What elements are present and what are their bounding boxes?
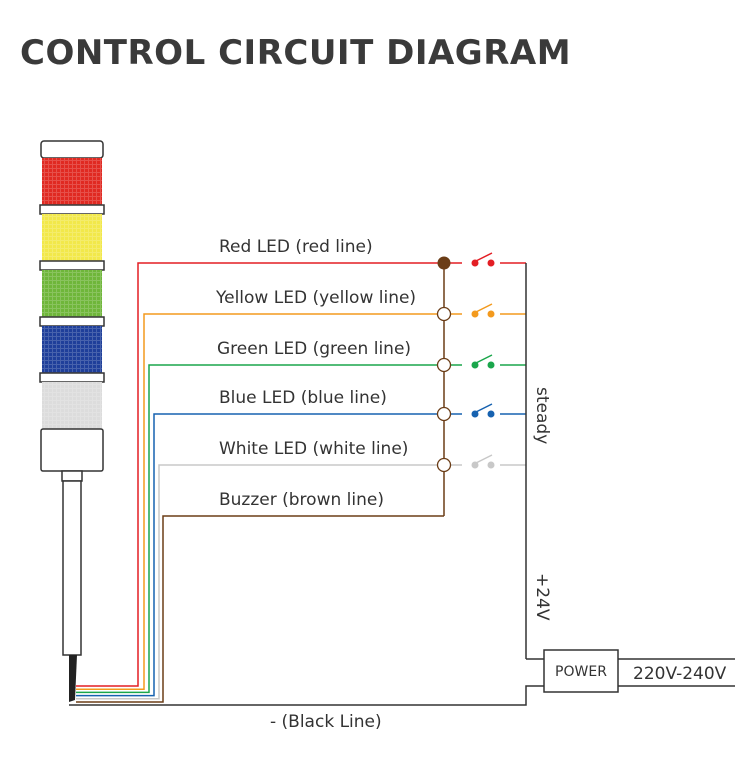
tower-ring-1 [39,204,105,215]
black-line-label: - (Black Line) [270,712,382,732]
voltage-label: 220V-240V [633,664,727,684]
wire-2 [76,364,526,694]
line-label-3: Blue LED (blue line) [219,388,387,408]
switch-arm-1 [475,303,493,313]
power-box [543,649,619,693]
switch-arm-4 [475,454,493,464]
steady-label: steady [532,387,552,444]
wire-4 [76,464,526,700]
line-label-2: Green LED (green line) [217,339,411,359]
wire-5 [76,515,444,703]
wire-1 [76,313,526,690]
switch-contact-3 [487,410,495,418]
line-label-1: Yellow LED (yellow line) [215,288,416,308]
signal-tower [39,140,105,702]
switch-contact-0 [487,259,495,267]
wire-0 [76,262,526,687]
line-label-5: Buzzer (brown line) [219,490,384,510]
switch-contact-2 [487,361,495,369]
junction-node-3 [436,406,452,422]
wire-3 [76,413,526,697]
line-label-0: Red LED (red line) [219,237,373,257]
tower-neck [61,470,83,482]
tower-ring-2 [39,260,105,271]
switch-arm-2 [475,354,493,364]
line-labels: Red LED (red line) Yellow LED (yellow lin… [215,237,416,510]
plus24v-label: +24V [532,573,552,621]
switch-contact-4 [487,461,495,469]
junction-node-1 [436,306,452,322]
junction-node-2 [436,357,452,373]
tower-ring-4 [39,372,105,383]
junction-node-0 [437,256,451,270]
line-label-4: White LED (white line) [219,439,408,459]
switch-contact-1 [487,310,495,318]
switch-arm-3 [475,403,493,413]
page-title: CONTROL CIRCUIT DIAGRAM [20,33,571,73]
junction-node-4 [436,457,452,473]
tower-cable [69,655,77,702]
switch-arm-0 [475,252,493,262]
tower-base [40,428,104,472]
tower-pole [62,480,82,656]
power-label: POWER [555,664,607,680]
black-line [69,685,544,706]
tower-top-cap [40,140,104,159]
tower-ring-3 [39,316,105,327]
wires [69,252,544,706]
